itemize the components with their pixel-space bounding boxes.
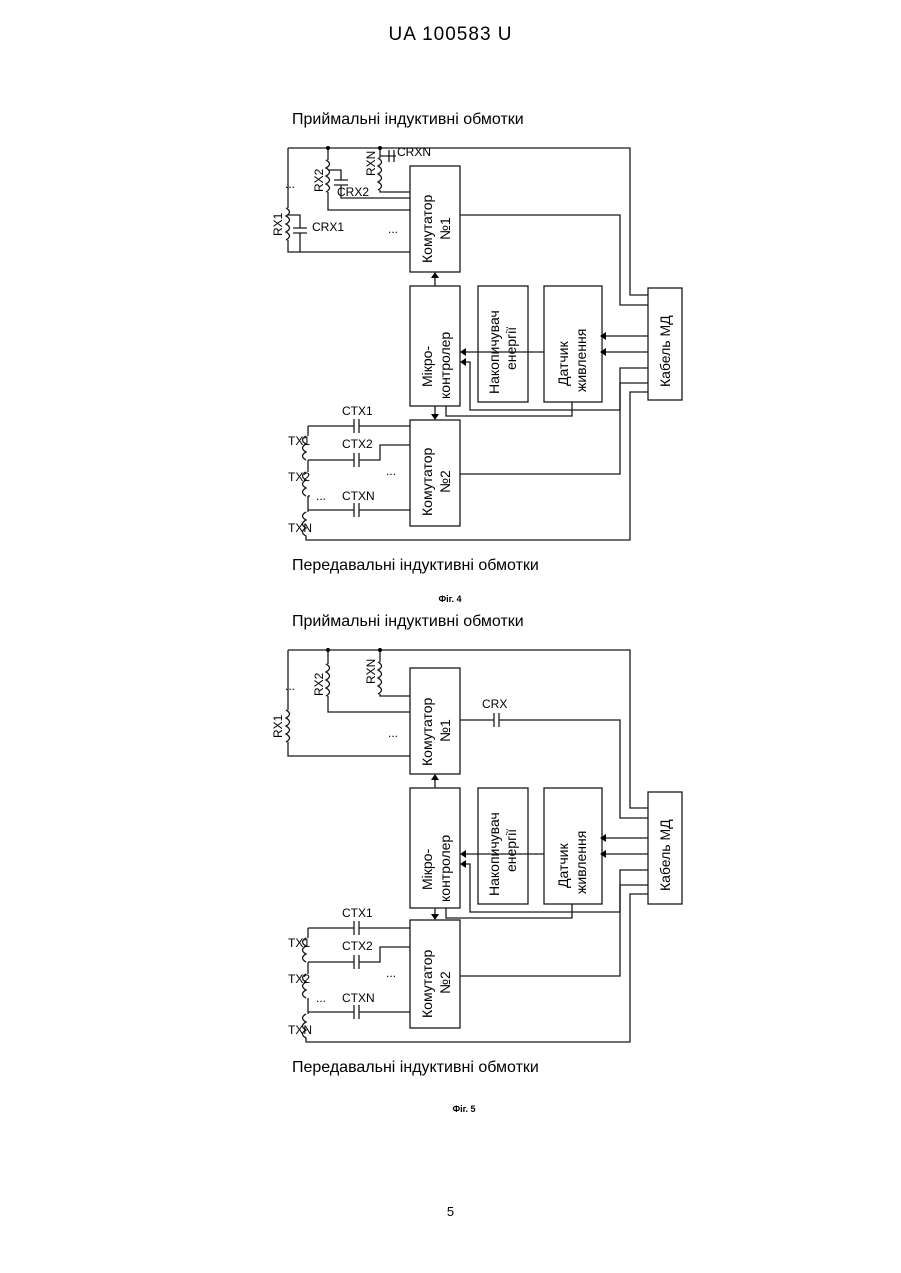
dots-rx: ... — [285, 679, 295, 693]
energy-storage-label-2: енергії — [503, 829, 519, 872]
microcontroller-label-1: Мікро- — [419, 346, 435, 387]
page-number: 5 — [0, 1204, 901, 1219]
dots-rx: ... — [285, 177, 295, 191]
commutator-2-number: №2 — [437, 971, 453, 994]
power-sensor-label-2: живлення — [573, 831, 589, 894]
cable-md-label: Кабель МД — [657, 819, 673, 891]
commutator-2-label: Комутатор — [419, 950, 435, 1018]
label-ctx1: CTX1 — [342, 906, 373, 920]
figure-5-caption: Фіг. 5 — [452, 1104, 475, 1114]
label-rxn: RXN — [364, 151, 378, 176]
label-crx1: CRX1 — [312, 220, 344, 234]
power-sensor-label-1: Датчик — [555, 843, 571, 888]
label-crx: CRX — [482, 697, 507, 711]
label-tx2: TX2 — [288, 470, 310, 484]
figure-4-caption: Фіг. 4 — [438, 594, 461, 604]
label-rx2: RX2 — [312, 168, 326, 192]
label-txn: TXN — [288, 521, 312, 535]
label-crxn: CRXN — [397, 145, 431, 159]
energy-storage-label-2: енергії — [503, 327, 519, 370]
transmitting-coils: CTX1 CTX2 CTXN TX1 TX2 TXN ... ... — [288, 894, 648, 1042]
microcontroller-label-2: контролер — [437, 332, 453, 399]
commutator-2-number: №2 — [437, 470, 453, 493]
label-ctx2: CTX2 — [342, 437, 373, 451]
commutator-1-number: №1 — [437, 217, 453, 240]
microcontroller-label-1: Мікро- — [419, 849, 435, 890]
receiving-coils-title: Приймальні індуктивні обмотки — [292, 111, 524, 128]
dots-tx-mid: ... — [386, 464, 396, 478]
microcontroller-label-2: контролер — [437, 835, 453, 902]
dots-rx-mid: ... — [388, 222, 398, 236]
label-ctx2: CTX2 — [342, 939, 373, 953]
label-ctxn: CTXN — [342, 991, 375, 1005]
receiving-coils-title: Приймальні індуктивні обмотки — [292, 613, 524, 630]
label-tx1: TX1 — [288, 936, 310, 950]
dots-tx-mid: ... — [386, 966, 396, 980]
label-rx2: RX2 — [312, 672, 326, 696]
commutator-1-label: Комутатор — [419, 195, 435, 263]
label-tx1: TX1 — [288, 434, 310, 448]
label-ctx1: CTX1 — [342, 404, 373, 418]
label-rx1: RX1 — [271, 212, 285, 236]
dots-rx-mid: ... — [388, 726, 398, 740]
power-sensor-label-1: Датчик — [555, 341, 571, 386]
commutator-1-number: №1 — [437, 719, 453, 742]
label-crx2: CRX2 — [337, 185, 369, 199]
dots-tx: ... — [316, 991, 326, 1005]
label-rx1: RX1 — [271, 714, 285, 738]
cable-md-label: Кабель МД — [657, 315, 673, 387]
document-id: UA 100583 U — [0, 24, 901, 46]
label-rxn: RXN — [364, 659, 378, 684]
transmitting-coils-title: Передавальні індуктивні обмотки — [292, 557, 539, 574]
label-ctxn: CTXN — [342, 489, 375, 503]
figure-5: Приймальні індуктивні обмотки ... RX1 RX… — [0, 604, 901, 1124]
transmitting-coils: CTX1 CTX2 CTXN TX1 TX2 TXN ... ... — [288, 392, 648, 540]
commutator-1-label: Комутатор — [419, 698, 435, 766]
dots-tx: ... — [316, 489, 326, 503]
transmitting-coils-title: Передавальні індуктивні обмотки — [292, 1059, 539, 1076]
label-tx2: TX2 — [288, 972, 310, 986]
figure-4: Приймальні індуктивні обмотки ... RX1 CR… — [0, 100, 901, 610]
power-sensor-label-2: живлення — [573, 329, 589, 392]
label-txn: TXN — [288, 1023, 312, 1037]
commutator-2-label: Комутатор — [419, 448, 435, 516]
